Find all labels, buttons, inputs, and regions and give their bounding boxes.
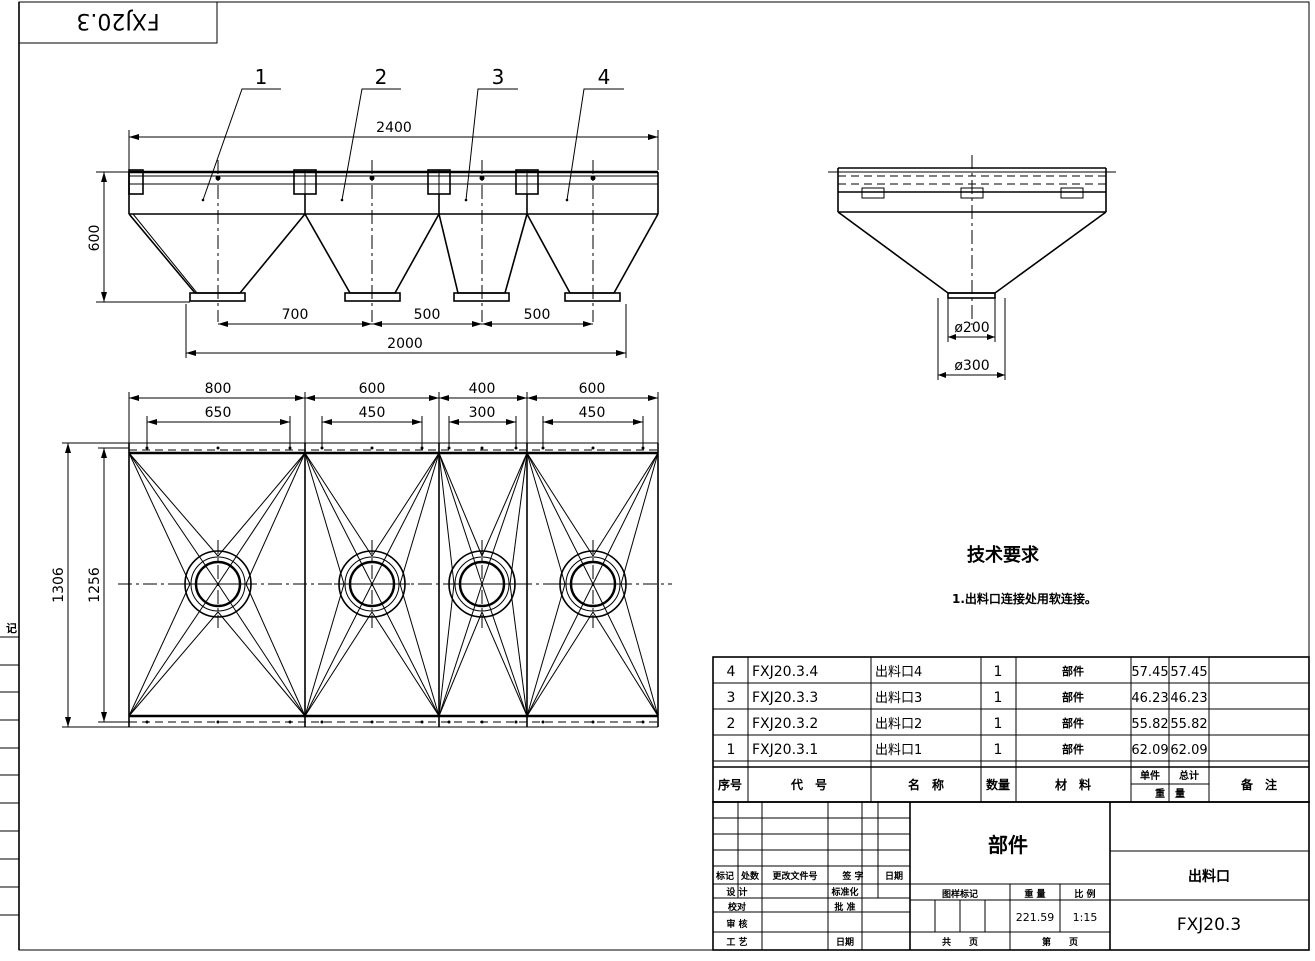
header-material: 材 料 <box>1054 777 1091 792</box>
header-weight: 重 量 <box>1155 787 1185 800</box>
part-row-2-no: 3 <box>727 690 736 706</box>
part-row-3-code: FXJ20.3.2 <box>752 716 818 732</box>
part-row-3-unit: 55.82 <box>1131 717 1168 732</box>
header-code: 代 号 <box>790 777 827 792</box>
dim-400: 400 <box>469 381 496 397</box>
dim-2000: 2000 <box>387 336 423 352</box>
tb-sheet-no: 第 页 <box>1042 936 1078 948</box>
balloon-1: 1 <box>255 65 268 89</box>
part-row-3-qty: 1 <box>994 716 1003 732</box>
tb-signature: 签 字 <box>841 870 863 882</box>
tb-count: 处数 <box>740 870 760 882</box>
part-row-2-total: 46.23 <box>1170 691 1207 706</box>
balloon-3: 3 <box>492 65 505 89</box>
part-row-4-name: 出料口1 <box>875 743 922 758</box>
header-qty: 数量 <box>986 777 1010 792</box>
dim-600-top: 600 <box>359 381 386 397</box>
part-row-2-material: 部件 <box>1062 690 1084 704</box>
dim-500-b: 500 <box>524 307 551 323</box>
tb-mark: 标记 <box>715 870 734 882</box>
balloon-2: 2 <box>375 65 388 89</box>
tb-weight: 221.59 <box>1016 911 1055 924</box>
parts-list: 4 FXJ20.3.4 出料口4 1 部件 57.45 57.45 3 FXJ2… <box>712 656 1310 803</box>
tb-drawing-code: FXJ20.3 <box>1177 915 1241 935</box>
dim-1256: 1256 <box>87 567 103 603</box>
part-row-1-code: FXJ20.3.4 <box>752 664 818 680</box>
header-name: 名 称 <box>908 777 944 792</box>
part-row-1-total: 57.45 <box>1170 665 1207 680</box>
tb-weight-label: 重 量 <box>1024 888 1045 900</box>
header-unit: 单件 <box>1140 769 1160 782</box>
dim-700: 700 <box>282 307 309 323</box>
part-row-1-name: 出料口4 <box>875 665 922 680</box>
part-row-1-no: 4 <box>727 664 736 680</box>
tb-review: 审 核 <box>726 918 747 930</box>
left-edge-table: 记 <box>0 622 19 916</box>
part-row-4-total: 62.09 <box>1170 743 1207 758</box>
part-row-3-name: 出料口2 <box>875 717 922 732</box>
dim-500-a: 500 <box>414 307 441 323</box>
tech-req-item-1: 1.出料口连接处用软连接。 <box>952 591 1097 606</box>
dim-600: 600 <box>87 225 103 252</box>
header-remark: 备 注 <box>1240 777 1277 792</box>
part-row-2-qty: 1 <box>994 690 1003 706</box>
dim-650: 650 <box>205 405 232 421</box>
part-row-4-material: 部件 <box>1062 742 1084 756</box>
tb-change-doc: 更改文件号 <box>772 870 817 882</box>
dim-1306: 1306 <box>51 567 67 603</box>
part-row-3-no: 2 <box>727 716 736 732</box>
part-row-2-name: 出料口3 <box>875 691 922 706</box>
tb-category: 部件 <box>988 833 1028 857</box>
dim-450-a: 450 <box>359 405 386 421</box>
header-no: 序号 <box>718 777 742 792</box>
part-row-1-unit: 57.45 <box>1131 665 1168 680</box>
tb-total-sheets: 共 页 <box>942 936 978 948</box>
dim-800: 800 <box>205 381 232 397</box>
part-row-3-material: 部件 <box>1062 716 1084 730</box>
tech-requirements: 技术要求 1.出料口连接处用软连接。 <box>952 544 1097 606</box>
tech-req-title: 技术要求 <box>967 544 1040 566</box>
part-row-4-qty: 1 <box>994 742 1003 758</box>
tb-process: 工 艺 <box>726 936 747 948</box>
dim-dia-200: ø200 <box>954 320 989 336</box>
tb-date2: 日期 <box>836 936 854 948</box>
part-row-2-code: FXJ20.3.3 <box>752 690 818 706</box>
part-row-1-qty: 1 <box>994 664 1003 680</box>
side-view: ø200 ø300 <box>828 155 1116 380</box>
dim-2400: 2400 <box>376 120 412 136</box>
tb-standard: 标准化 <box>830 886 858 898</box>
tb-check: 校对 <box>728 901 746 913</box>
dim-600-right: 600 <box>579 381 606 397</box>
dim-300: 300 <box>469 405 496 421</box>
part-row-3-total: 55.82 <box>1170 717 1207 732</box>
left-edge-label: 记 <box>6 622 17 635</box>
dim-450-b: 450 <box>579 405 606 421</box>
tb-approve: 批 准 <box>834 901 855 913</box>
part-row-4-code: FXJ20.3.1 <box>752 742 818 758</box>
part-row-4-no: 1 <box>727 742 736 758</box>
title-block: 标记 处数 更改文件号 签 字 日期 设 计 标准化 校对 批 准 审 核 工 … <box>712 801 1310 951</box>
part-row-4-unit: 62.09 <box>1131 743 1168 758</box>
tb-drawing-mark: 图样标记 <box>942 888 978 900</box>
header-total: 总计 <box>1179 769 1199 782</box>
part-row-1-material: 部件 <box>1062 664 1084 678</box>
corner-code: FXJ20.3 <box>76 8 159 33</box>
front-view: 1 2 3 4 2400 600 700 500 500 2000 <box>87 65 659 358</box>
tb-design: 设 计 <box>726 886 747 898</box>
balloon-4: 4 <box>598 65 611 89</box>
corner-code-box: FXJ20.3 <box>18 1 218 44</box>
sheet-border <box>18 1 1310 951</box>
part-row-2-unit: 46.23 <box>1131 691 1168 706</box>
plan-view: 800 600 400 600 650 450 300 450 1306 <box>51 381 672 728</box>
tb-scale: 1:15 <box>1073 911 1098 924</box>
tb-scale-label: 比 例 <box>1074 888 1095 900</box>
tb-date: 日期 <box>885 870 903 882</box>
tb-drawing-name: 出料口 <box>1188 868 1230 885</box>
outlet-circles <box>180 540 631 628</box>
dim-dia-300: ø300 <box>954 358 989 374</box>
